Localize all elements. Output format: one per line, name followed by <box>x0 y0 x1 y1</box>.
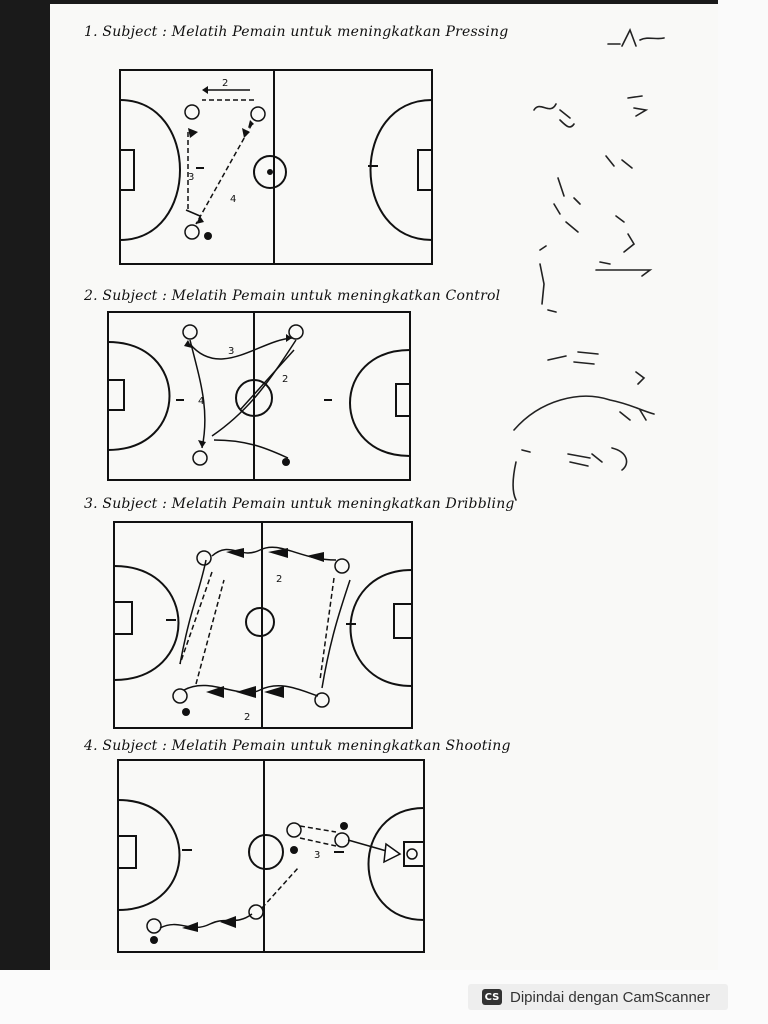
drill-4-heading: 4. Subject : Melatih Pemain untuk mening… <box>84 738 511 754</box>
paper-edge <box>718 0 768 975</box>
camscanner-label: Dipindai dengan CamScanner <box>510 988 711 1006</box>
camscanner-icon: CS <box>482 989 502 1005</box>
label-2b: 2 <box>282 374 288 385</box>
label-3e: 3 <box>314 850 320 861</box>
label-3b: 3 <box>228 346 234 357</box>
drill-1-heading: 1. Subject : Melatih Pemain untuk mening… <box>84 24 509 40</box>
label-4: 4 <box>230 194 236 205</box>
drill-2-heading: 2. Subject : Melatih Pemain untuk mening… <box>84 288 501 304</box>
label-2c: 2 <box>276 574 282 585</box>
drill-3-heading: 3. Subject : Melatih Pemain untuk mening… <box>84 496 515 512</box>
label-2: 2 <box>222 78 228 89</box>
label-2d: 2 <box>244 712 250 723</box>
label-4b: 4 <box>198 396 204 407</box>
label-3: 3 <box>188 172 194 183</box>
camscanner-badge: CS Dipindai dengan CamScanner <box>468 984 729 1010</box>
scanned-paper <box>50 4 718 970</box>
